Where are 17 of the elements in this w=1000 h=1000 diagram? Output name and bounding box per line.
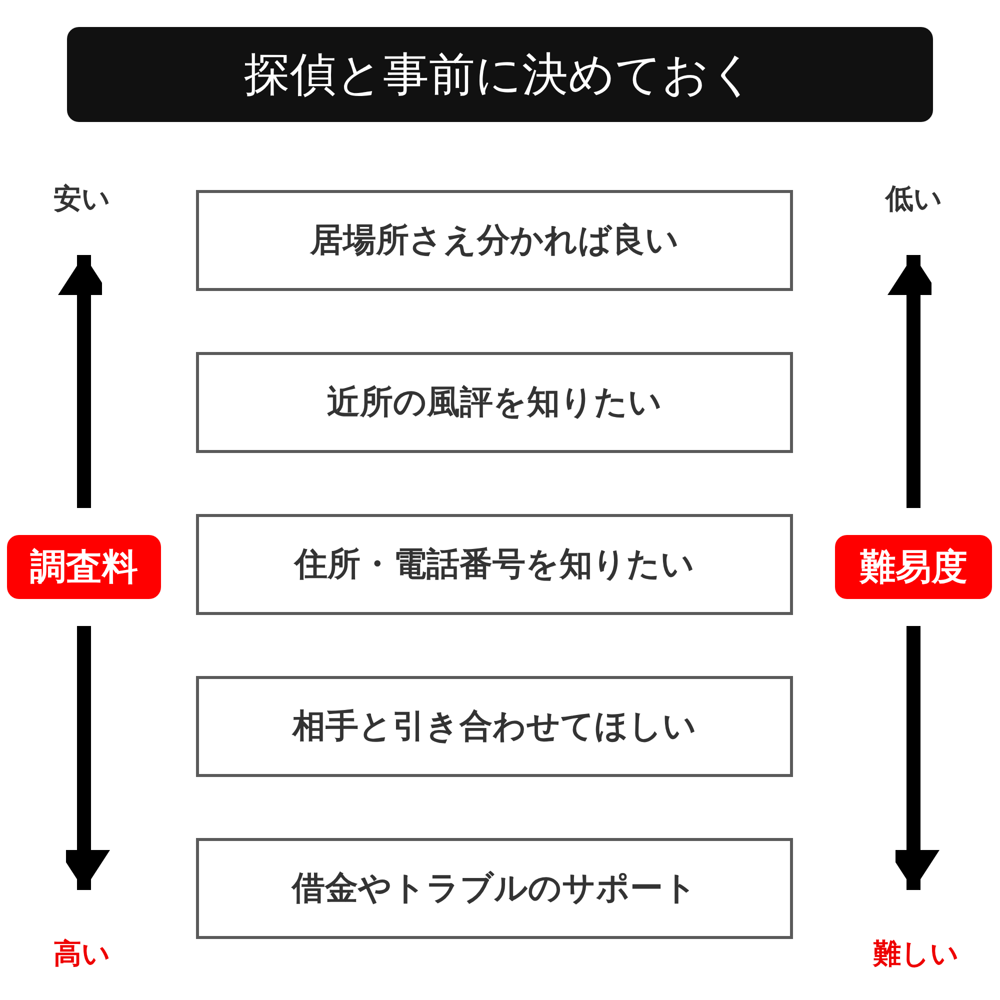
step-box bbox=[196, 676, 793, 777]
scale-label: 低い bbox=[872, 180, 956, 220]
step-box bbox=[196, 514, 793, 615]
step-box bbox=[196, 838, 793, 939]
step-text: 相手と引き合わせてほしい bbox=[292, 705, 696, 747]
step-text: 居場所さえ分かれば良い bbox=[310, 219, 679, 261]
step-text: 近所の風評を知りたい bbox=[327, 381, 662, 423]
step-box bbox=[196, 352, 793, 453]
axis-badge: 難易度 bbox=[835, 535, 992, 599]
step-text: 住所・電話番号を知りたい bbox=[294, 543, 694, 585]
scale-label: 安い bbox=[40, 180, 124, 220]
step-box bbox=[196, 190, 793, 291]
title-banner: 探偵と事前に決めておく bbox=[67, 27, 933, 122]
scale-label: 難しい bbox=[858, 935, 974, 975]
axis-badge: 調査料 bbox=[7, 535, 161, 599]
scale-label: 高い bbox=[40, 935, 124, 975]
step-text: 借金やトラブルのサポート bbox=[292, 867, 697, 909]
